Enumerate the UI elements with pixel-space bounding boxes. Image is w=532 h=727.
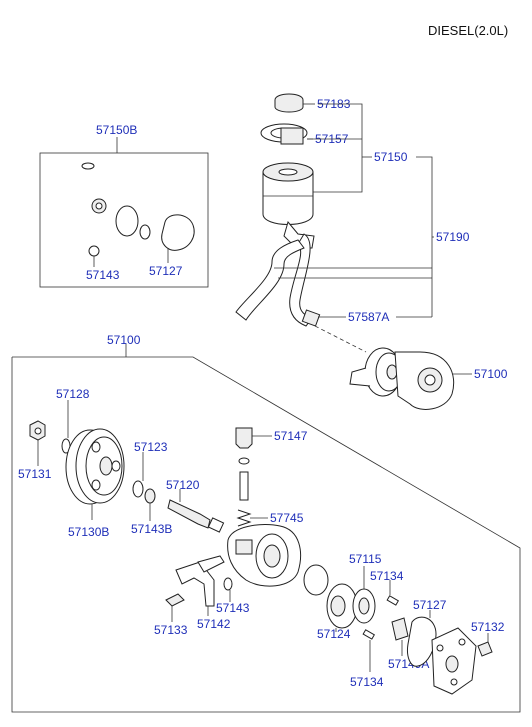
label-57131[interactable]: 57131 <box>18 467 52 481</box>
label-57587a[interactable]: 57587A <box>348 310 389 324</box>
snap-ring <box>132 480 144 498</box>
label-57142[interactable]: 57142 <box>197 617 231 631</box>
dowel-pin-a <box>386 595 400 606</box>
o-ring-large <box>115 205 139 237</box>
label-57115[interactable]: 57115 <box>349 552 382 566</box>
cam-ring <box>391 617 409 641</box>
label-57100-top[interactable]: 57100 <box>474 367 508 381</box>
label-57745[interactable]: 57745 <box>270 511 304 525</box>
label-57143b[interactable]: 57143B <box>131 522 172 536</box>
valve-spring <box>236 509 252 527</box>
label-57123[interactable]: 57123 <box>134 440 168 454</box>
hose-clamp <box>301 309 321 327</box>
gasket-57127-kit <box>161 214 195 251</box>
diagram-title: DIESEL(2.0L) <box>428 23 508 38</box>
label-57147[interactable]: 57147 <box>274 429 308 443</box>
label-57128[interactable]: 57128 <box>56 387 90 401</box>
label-57124[interactable]: 57124 <box>317 627 351 641</box>
bracket-washer <box>223 577 233 591</box>
label-57150b[interactable]: 57150B <box>96 123 137 137</box>
outlet-connector <box>235 427 253 449</box>
label-57143[interactable]: 57143 <box>216 601 250 615</box>
washer-57143-kit <box>88 245 100 257</box>
label-57132[interactable]: 57132 <box>471 620 505 634</box>
label-57130b[interactable]: 57130B <box>68 525 109 539</box>
label-57120[interactable]: 57120 <box>166 478 200 492</box>
label-57100-box[interactable]: 57100 <box>107 333 141 347</box>
label-57190[interactable]: 57190 <box>436 230 470 244</box>
pump-pipe-top <box>349 367 371 387</box>
flow-control-valve <box>239 471 249 501</box>
label-57143-kit[interactable]: 57143 <box>86 268 120 282</box>
pump-shaft <box>167 499 211 529</box>
cover-gasket <box>407 616 437 667</box>
label-57133[interactable]: 57133 <box>154 623 188 637</box>
o-ring-small <box>81 162 95 170</box>
label-57127-kit[interactable]: 57127 <box>149 264 183 278</box>
label-57134-a[interactable]: 57134 <box>370 569 404 583</box>
pump-exploded-box <box>11 356 521 713</box>
label-57134-b[interactable]: 57134 <box>350 675 384 689</box>
oil-seal <box>144 488 156 504</box>
dowel-pin-b <box>362 629 376 640</box>
kit-box-57150b <box>39 152 209 288</box>
bracket-bolt <box>165 593 185 607</box>
housing-o-ring <box>303 564 329 596</box>
label-57150[interactable]: 57150 <box>374 150 408 164</box>
o-ring-mini <box>139 224 151 240</box>
label-57127[interactable]: 57127 <box>413 598 447 612</box>
cover-bolt <box>477 641 493 657</box>
return-hose <box>235 239 305 321</box>
